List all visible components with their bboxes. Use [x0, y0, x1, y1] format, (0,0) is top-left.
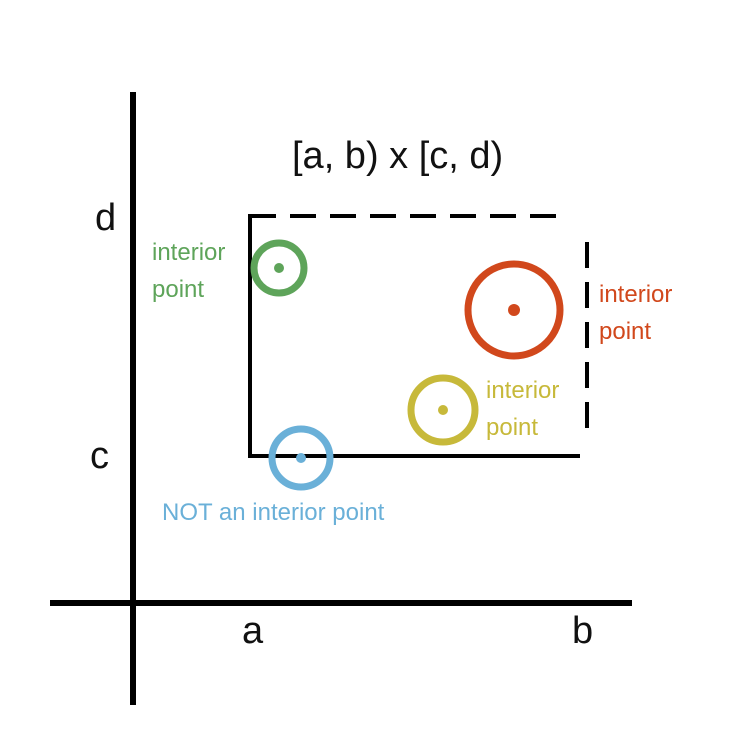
green-point-ring [250, 239, 308, 297]
yellow-interior-point [407, 374, 479, 446]
yellow-point-ring [407, 374, 479, 446]
green-interior-point [250, 239, 308, 297]
axis-label-b: b [572, 610, 593, 652]
red-point-ring [464, 260, 564, 360]
yellow-point-dot [438, 405, 448, 415]
blue-point-ring [268, 425, 334, 491]
blue-boundary-point [268, 425, 334, 491]
red-point-dot [508, 304, 520, 316]
set-notation-title: [a, b) x [c, d) [292, 135, 503, 177]
yellow-point-label: interior point [486, 377, 566, 441]
blue-point-label: NOT an interior point [162, 499, 385, 526]
axis-label-d: d [95, 197, 116, 239]
axis-label-c: c [90, 435, 109, 477]
red-interior-point [464, 260, 564, 360]
green-point-dot [274, 263, 284, 273]
green-point-label: interior point [152, 239, 232, 303]
blue-point-dot [296, 453, 306, 463]
axis-label-a: a [242, 610, 264, 652]
red-point-label: interior point [599, 281, 679, 345]
